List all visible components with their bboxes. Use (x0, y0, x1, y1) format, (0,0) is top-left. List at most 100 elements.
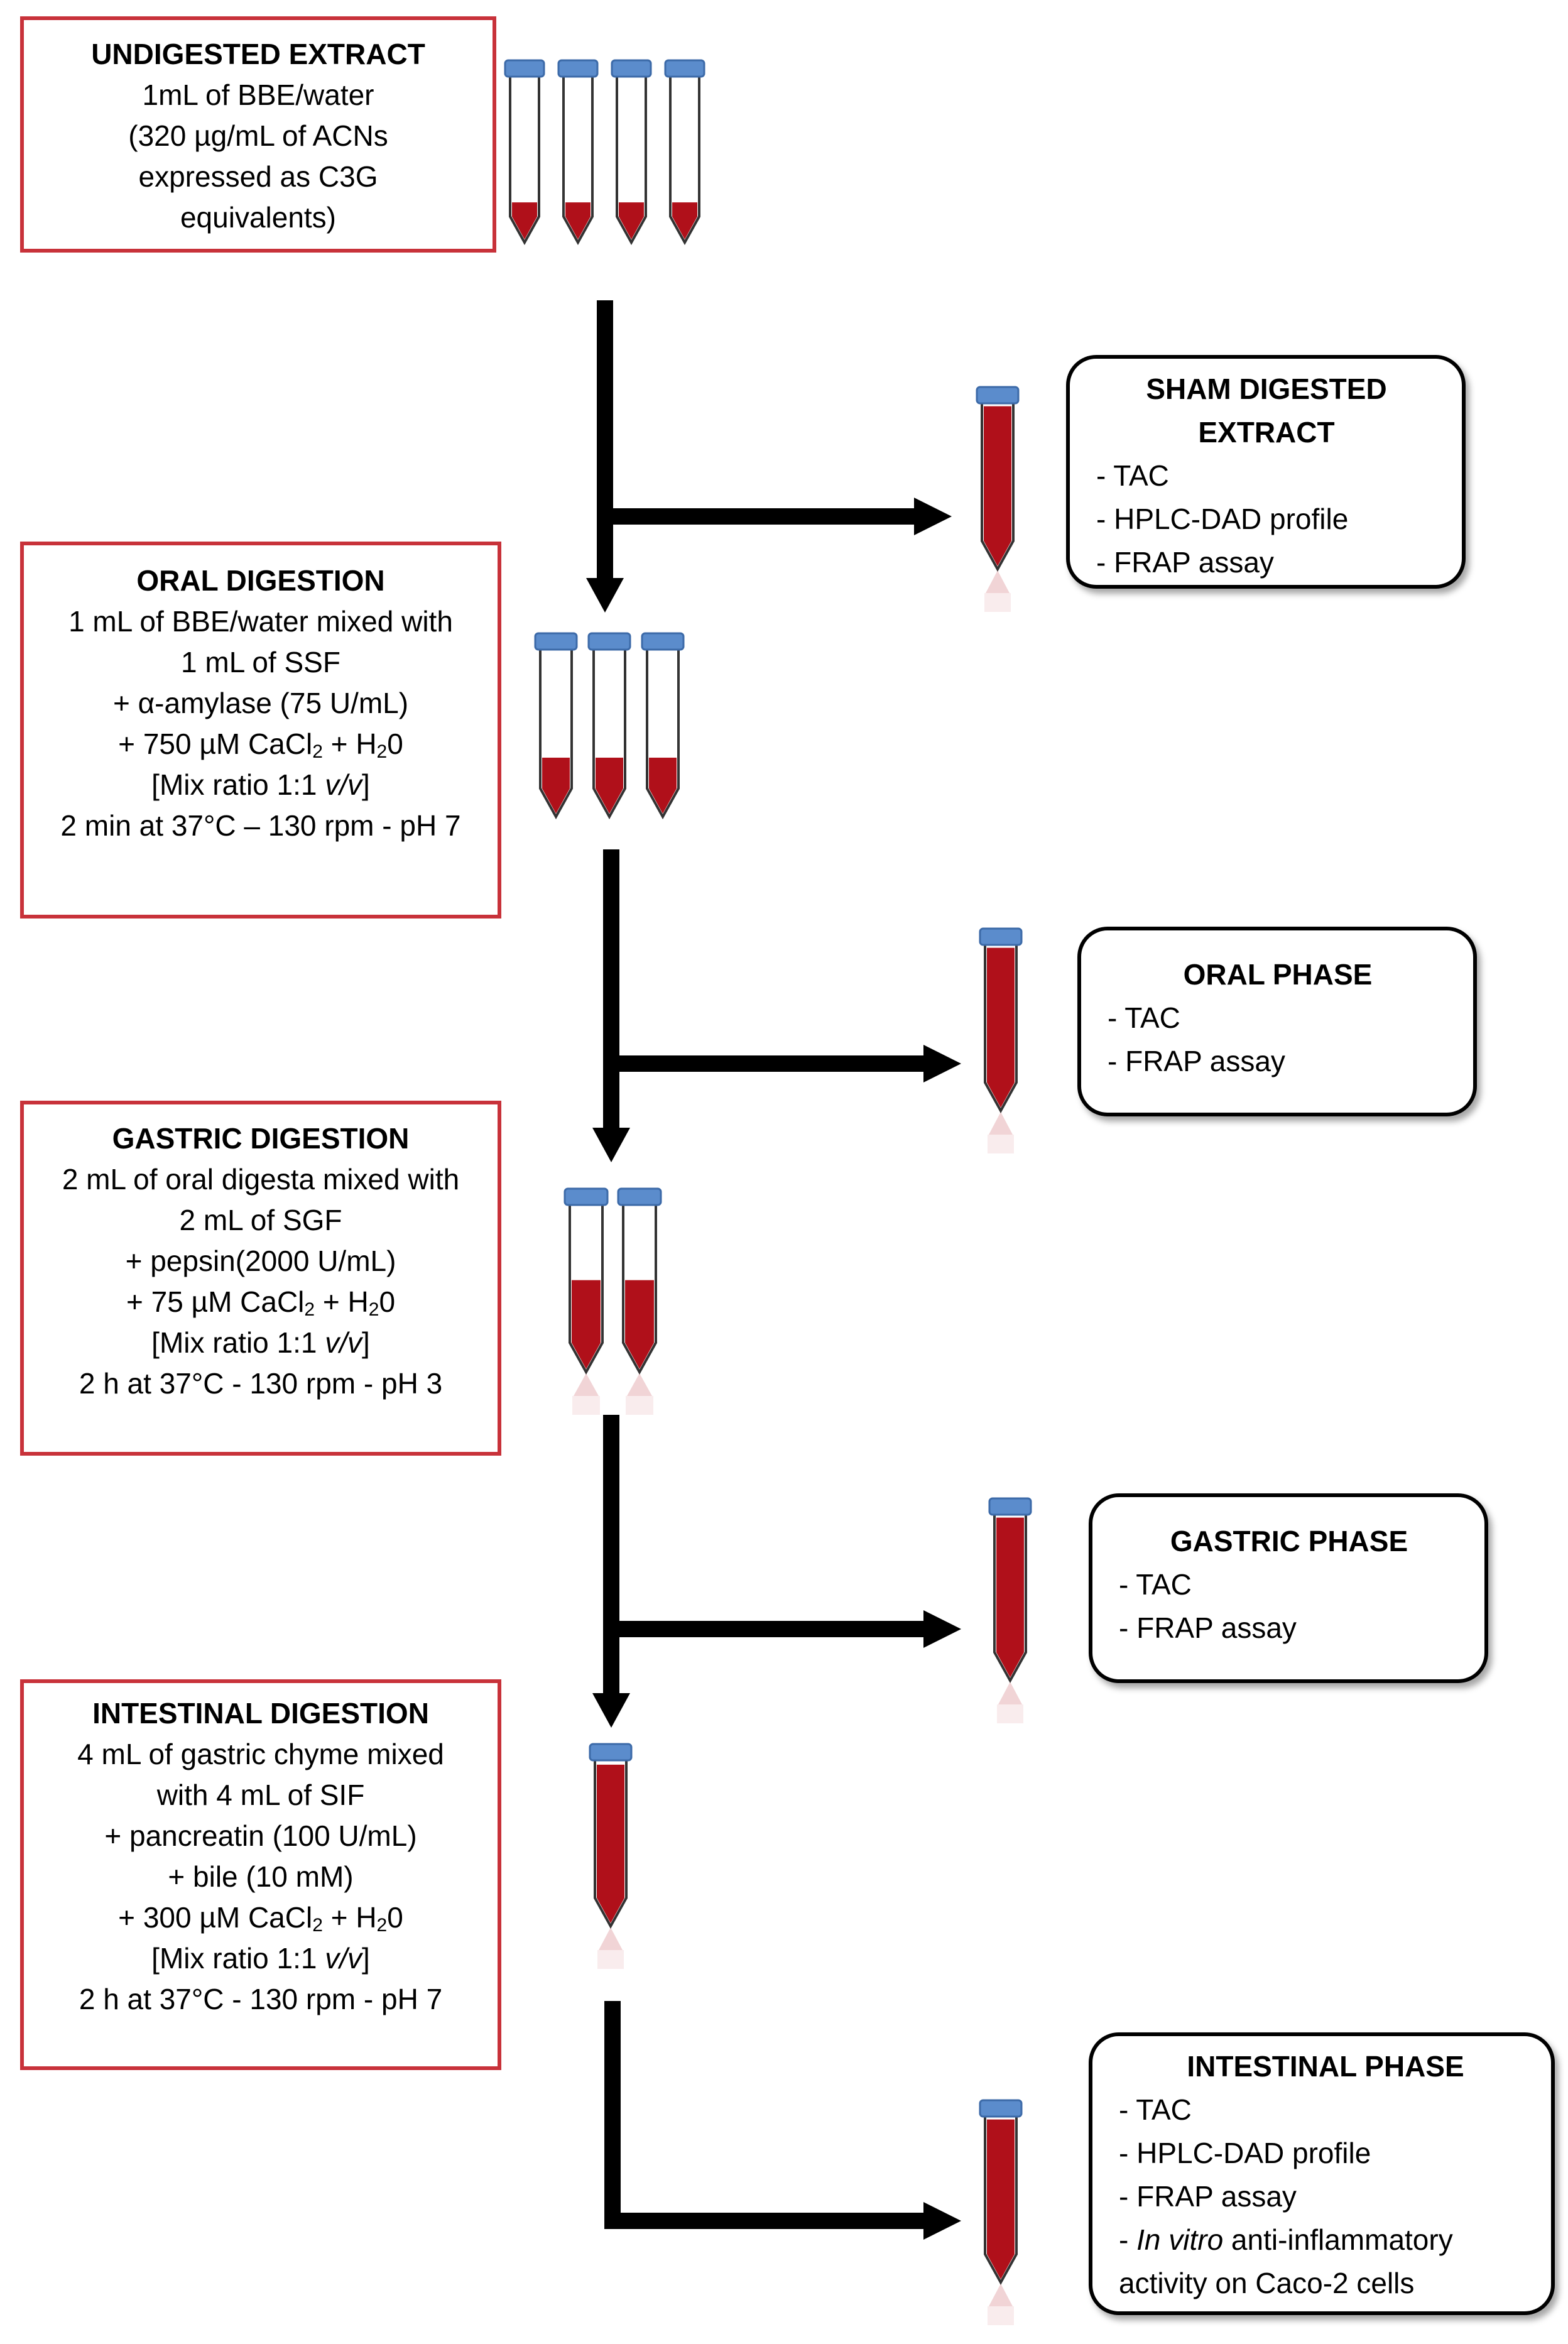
tube-reflection-fade (988, 1135, 1014, 1153)
tube-liquid (572, 1280, 601, 1369)
intestinal-digestion-tube (589, 1743, 633, 1969)
gastric-line-1: 2 mL of oral digesta mixed with (62, 1163, 460, 1196)
arrowhead-to-gastric-phase (923, 1610, 961, 1648)
gastric-phase-box: GASTRIC PHASE - TAC - FRAP assay (1089, 1493, 1488, 1683)
undigested-tube-2 (557, 59, 599, 246)
tube-reflection (574, 1373, 599, 1396)
tube-cap (611, 59, 652, 78)
oral-digestion-tube-1 (534, 632, 578, 820)
arrowhead-to-sham-phase (914, 498, 952, 535)
arrowhead-to-intestinal-phase (923, 2202, 961, 2240)
oral-line-2: 1 mL of SSF (181, 646, 340, 679)
tube-reflection (599, 1927, 623, 1950)
gastric-line-3: + pepsin(2000 U/mL) (125, 1245, 396, 1277)
tube-reflection (986, 570, 1010, 593)
gastric-digestion-tube-2 (617, 1187, 662, 1415)
arrowhead-to-oral-phase (923, 1045, 961, 1082)
oral-line-3: + α-amylase (75 U/mL) (112, 687, 409, 719)
tube-liquid (984, 406, 1011, 566)
oral-phase-item-1: - TAC (1108, 1001, 1180, 1034)
tube-reflection-fade (626, 1396, 653, 1415)
tube-cap (979, 2099, 1023, 2118)
undigested-line-4: equivalents) (180, 201, 337, 234)
tube-cap (641, 632, 685, 651)
tube-reflection-fade (997, 1704, 1023, 1723)
oral-digestion-box: ORAL DIGESTION 1 mL of BBE/water mixed w… (20, 542, 501, 919)
undigested-line-2: (320 µg/mL of ACNs (128, 119, 388, 152)
undigested-tube-1 (504, 59, 545, 246)
tube-cap (557, 59, 599, 78)
gastric-phase-item-2: - FRAP assay (1119, 1611, 1297, 1644)
oral-digestion-title: ORAL DIGESTION (136, 564, 385, 597)
tube-cap (564, 1187, 609, 1206)
gastric-cacl-line: + 75 µM CaCl2 + H20 (126, 1285, 396, 1320)
oral-cacl-line: + 750 µM CaCl2 + H20 (118, 728, 403, 762)
intestinal-phase-item-3: - FRAP assay (1119, 2180, 1297, 2213)
gastric-digestion-title: GASTRIC DIGESTION (112, 1122, 410, 1155)
tube-liquid (596, 757, 623, 814)
intestinal-phase-item-2: - HPLC-DAD profile (1119, 2137, 1371, 2169)
intestinal-phase-title: INTESTINAL PHASE (1187, 2050, 1464, 2083)
gastric-digestion-box: GASTRIC DIGESTION 2 mL of oral digesta m… (20, 1101, 501, 1456)
intestinal-phase-tube (979, 2099, 1023, 2325)
intestinal-phase-item-4-cont: activity on Caco-2 cells (1119, 2267, 1415, 2299)
tube-cap (976, 386, 1020, 405)
oral-line-1: 1 mL of BBE/water mixed with (68, 605, 453, 638)
tube-liquid (987, 947, 1015, 1108)
undigested-tube-3 (611, 59, 652, 246)
tube-reflection-fade (597, 1950, 624, 1969)
sham-phase-title-2: EXTRACT (1198, 416, 1335, 449)
gastric-mix-ratio: [Mix ratio 1:1 v/v] (151, 1326, 370, 1359)
gastric-phase-title: GASTRIC PHASE (1170, 1525, 1408, 1557)
tube-liquid (649, 757, 677, 814)
tube-cap (664, 59, 705, 78)
intestinal-digestion-title: INTESTINAL DIGESTION (92, 1697, 429, 1730)
intestinal-line-2: with 4 mL of SIF (156, 1779, 365, 1811)
tube-liquid (996, 1517, 1024, 1677)
tube-cap (534, 632, 578, 651)
tube-reflection (627, 1373, 652, 1396)
undigested-line-3: expressed as C3G (138, 160, 378, 193)
tube-cap (504, 59, 545, 78)
tube-reflection (998, 1682, 1022, 1704)
intestinal-cacl-line: + 300 µM CaCl2 + H20 (118, 1901, 403, 1936)
tube-reflection (989, 2284, 1013, 2306)
tube-cap (587, 632, 631, 651)
tube-liquid (542, 757, 570, 814)
intestinal-phase-item-4: - In vitro anti-inflammatory (1119, 2223, 1453, 2256)
undigested-tube-4 (664, 59, 705, 246)
sham-digested-phase-box: SHAM DIGESTED EXTRACT - TAC - HPLC-DAD p… (1066, 355, 1466, 589)
oral-mix-ratio: [Mix ratio 1:1 v/v] (151, 768, 370, 801)
sham-phase-item-1: - TAC (1096, 459, 1169, 492)
intestinal-conditions: 2 h at 37°C - 130 rpm - pH 7 (79, 1983, 443, 2015)
oral-phase-item-2: - FRAP assay (1108, 1045, 1285, 1077)
intestinal-digestion-box: INTESTINAL DIGESTION 4 mL of gastric chy… (20, 1679, 501, 2070)
intestinal-line-3: + pancreatin (100 U/mL) (104, 1819, 417, 1852)
tube-reflection-fade (984, 593, 1011, 612)
oral-phase-box: ORAL PHASE - TAC - FRAP assay (1077, 927, 1477, 1116)
gastric-phase-tube (988, 1497, 1032, 1723)
tube-cap (617, 1187, 662, 1206)
oral-digestion-tube-3 (641, 632, 685, 820)
oral-digestion-tube-2 (587, 632, 631, 820)
intestinal-line-1: 4 mL of gastric chyme mixed (77, 1738, 444, 1770)
gastric-phase-item-1: - TAC (1119, 1568, 1192, 1601)
tube-liquid (987, 2119, 1015, 2279)
tube-liquid (565, 202, 591, 239)
tube-liquid (597, 1764, 624, 1923)
tube-cap (979, 927, 1023, 946)
arrowhead-to-gastric-digestion (592, 1128, 630, 1162)
intestinal-phase-item-1: - TAC (1119, 2093, 1192, 2126)
oral-phase-title: ORAL PHASE (1183, 958, 1373, 991)
tube-liquid (512, 202, 537, 239)
intestinal-phase-box: INTESTINAL PHASE - TAC - HPLC-DAD profil… (1089, 2032, 1555, 2315)
sham-phase-item-2: - HPLC-DAD profile (1096, 503, 1349, 535)
oral-conditions: 2 min at 37°C – 130 rpm - pH 7 (60, 809, 461, 842)
tube-reflection-fade (572, 1396, 600, 1415)
tube-liquid (625, 1280, 654, 1369)
tube-cap (589, 1743, 633, 1762)
arrowhead-to-oral-digestion (586, 578, 624, 613)
